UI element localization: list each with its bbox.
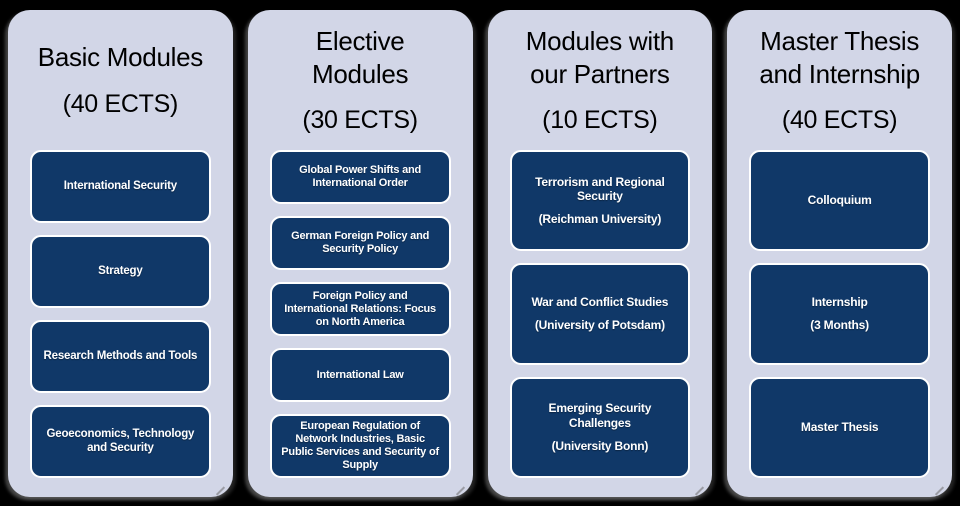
panel-elective-header: Elective Modules (30 ECTS) — [270, 10, 451, 150]
module-label: Research Methods and Tools — [43, 349, 198, 362]
module-box-global-power-shifts: Global Power Shifts and International Or… — [269, 150, 451, 205]
module-box-terrorism-regional-security: Terrorism and Regional Security (Reichma… — [509, 150, 691, 252]
module-box-international-security: International Security — [30, 150, 211, 223]
panel-title-thesis-internship: Master Thesis and Internship — [759, 26, 920, 89]
panel-ects-elective-modules: (30 ECTS) — [302, 106, 418, 134]
module-box-german-foreign-policy: German Foreign Policy and Security Polic… — [269, 216, 451, 271]
module-label: European Regulation of Network Industrie… — [281, 420, 439, 472]
panel-title-elective-modules: Elective Modules — [312, 26, 409, 89]
module-box-colloquium: Colloquium — [749, 150, 930, 252]
basic-modules-list: International Security Strategy Research… — [30, 150, 211, 478]
module-box-internship: Internship (3 Months) — [749, 263, 930, 365]
elective-modules-list: Global Power Shifts and International Or… — [269, 150, 451, 478]
module-box-geoeconomics: Geoeconomics, Technology and Security — [30, 405, 211, 478]
module-label: Master Thesis — [800, 420, 879, 435]
partner-modules-list: Terrorism and Regional Security (Reichma… — [509, 150, 691, 478]
module-label: International Security — [63, 179, 177, 192]
panel-elective-modules: Elective Modules (30 ECTS) Global Power … — [247, 10, 473, 497]
panel-ects-thesis-internship: (40 ECTS) — [781, 106, 898, 134]
module-box-war-conflict-studies: War and Conflict Studies (University of … — [509, 263, 691, 365]
module-box-master-thesis: Master Thesis — [749, 376, 930, 478]
module-label: Strategy — [98, 264, 143, 277]
module-sublabel: (University Bonn) — [551, 439, 649, 454]
module-sublabel: (3 Months) — [810, 318, 869, 333]
module-label: Global Power Shifts and International Or… — [299, 164, 422, 190]
panel-basic-header: Basic Modules (40 ECTS) — [30, 10, 211, 150]
module-label: Internship — [811, 295, 868, 310]
thesis-internship-list: Colloquium Internship (3 Months) Master … — [749, 150, 930, 478]
module-box-foreign-policy-north-america: Foreign Policy and International Relatio… — [269, 282, 451, 337]
module-label: German Foreign Policy and Security Polic… — [291, 230, 430, 256]
module-label: Foreign Policy and International Relatio… — [284, 289, 436, 328]
panel-title-partner-modules: Modules with our Partners — [525, 26, 674, 89]
panel-thesis-header: Master Thesis and Internship (40 ECTS) — [749, 10, 930, 150]
module-box-european-regulation: European Regulation of Network Industrie… — [269, 414, 451, 478]
panel-ects-basic-modules: (40 ECTS) — [62, 89, 179, 118]
module-box-international-law: International Law — [269, 348, 451, 403]
panel-ects-partner-modules: (10 ECTS) — [542, 106, 658, 134]
panel-title-basic-modules: Basic Modules — [37, 42, 203, 73]
panel-partners-header: Modules with our Partners (10 ECTS) — [510, 10, 691, 150]
panel-partner-modules: Modules with our Partners (10 ECTS) Terr… — [487, 10, 713, 497]
module-box-emerging-security-challenges: Emerging Security Challenges (University… — [509, 376, 691, 478]
panel-basic-modules: Basic Modules (40 ECTS) International Se… — [8, 10, 233, 497]
module-sublabel: (Reichman University) — [538, 212, 662, 227]
module-label: Terrorism and Regional Security — [535, 174, 665, 203]
module-sublabel: (University of Potsdam) — [534, 318, 665, 333]
panel-thesis-internship: Master Thesis and Internship (40 ECTS) C… — [727, 10, 952, 497]
module-label: Geoeconomics, Technology and Security — [46, 427, 195, 454]
module-label: International Law — [316, 368, 404, 381]
module-label: Emerging Security Challenges — [548, 401, 652, 430]
module-box-research-methods: Research Methods and Tools — [30, 320, 211, 393]
module-box-strategy: Strategy — [30, 235, 211, 308]
module-label: Colloquium — [807, 193, 872, 208]
module-label: War and Conflict Studies — [531, 295, 669, 310]
